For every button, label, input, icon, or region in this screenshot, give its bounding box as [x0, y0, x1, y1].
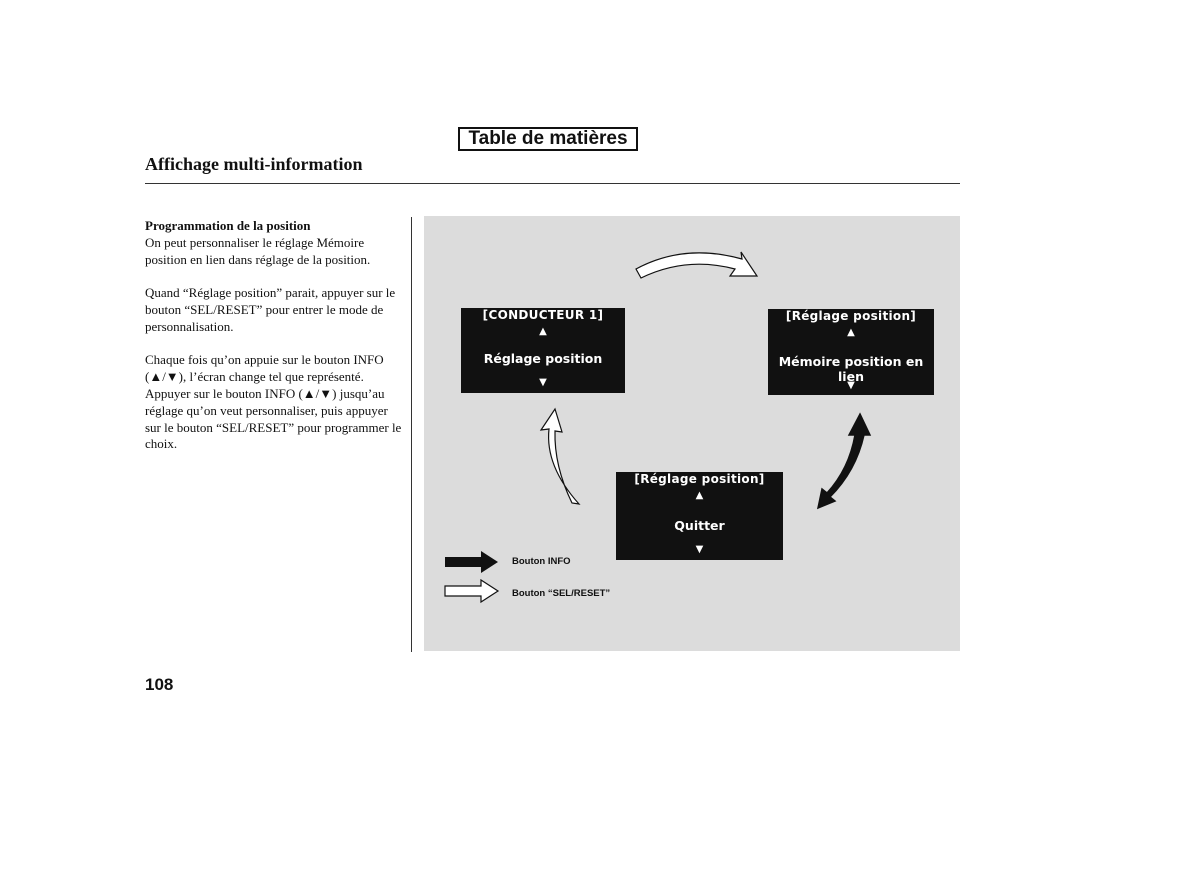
- up-arrow-icon: ▲: [695, 490, 704, 501]
- white-arrow-top: [635, 251, 759, 279]
- screen-header: [CONDUCTEUR 1]: [482, 308, 604, 322]
- legend-white-arrow-icon: [444, 578, 500, 604]
- subsection-heading: Programmation de la position: [145, 218, 311, 233]
- up-arrow-icon: ▲: [539, 326, 547, 337]
- down-arrow-icon: ▼: [847, 380, 855, 391]
- screen-label: Quitter: [674, 518, 725, 533]
- display-diagram: [CONDUCTEUR 1] ▲ Réglage position ▼ [Rég…: [424, 216, 960, 651]
- paragraph-2: Quand “Réglage position” parait, appuyer…: [145, 285, 396, 334]
- diagram-arrows: [444, 251, 872, 604]
- table-of-contents-link[interactable]: Table de matières: [458, 127, 638, 151]
- up-arrow-icon: ▲: [847, 327, 855, 338]
- down-arrow-icon: ▼: [539, 377, 547, 388]
- screen-conducteur: [CONDUCTEUR 1] ▲ Réglage position ▼: [461, 308, 625, 393]
- legend-info-label: Bouton INFO: [512, 556, 571, 567]
- section-title: Affichage multi-information: [145, 154, 363, 174]
- page-number: 108: [145, 675, 174, 694]
- white-arrow-left: [539, 407, 581, 505]
- screen-header: [Réglage position]: [634, 472, 765, 486]
- column-divider: [411, 217, 412, 652]
- title-divider: [145, 183, 960, 184]
- legend-sel-reset-label: Bouton “SEL/RESET”: [512, 588, 611, 599]
- screen-header: [Réglage position]: [785, 309, 917, 323]
- black-double-arrow: [816, 412, 872, 510]
- legend-black-arrow-icon: [445, 551, 498, 573]
- down-arrow-icon: ▼: [695, 544, 704, 555]
- screen-label: Mémoire position en lien: [778, 354, 924, 384]
- screen-memoire-position: [Réglage position] ▲ Mémoire position en…: [768, 309, 934, 395]
- screen-label: Réglage position: [483, 351, 603, 366]
- paragraph-1: On peut personnaliser le réglage Mémoire…: [145, 234, 371, 267]
- body-text: Programmation de la position On peut per…: [145, 218, 405, 470]
- paragraph-3: Chaque fois qu’on appuie sur le bouton I…: [145, 352, 402, 452]
- screen-quitter: [Réglage position] ▲ Quitter ▼: [616, 472, 783, 560]
